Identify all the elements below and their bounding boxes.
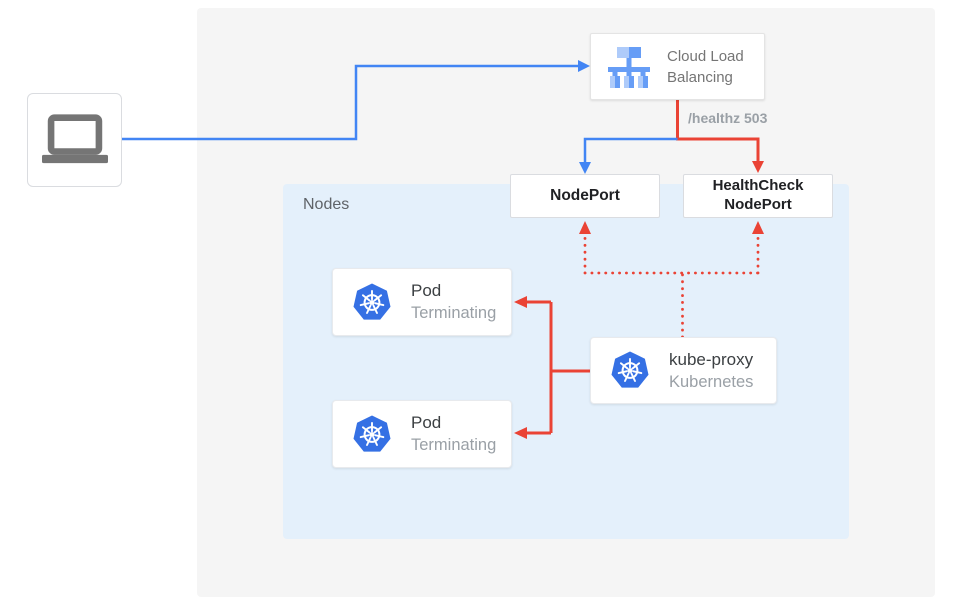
nodes-group-label: Nodes: [303, 196, 350, 213]
cloud-load-balancing-node: Cloud Load Balancing: [590, 33, 765, 100]
kubernetes-icon: [351, 414, 393, 455]
kubernetes-icon: [351, 282, 393, 323]
pod-2-node: Pod Terminating: [332, 400, 512, 468]
pod-1-node: Pod Terminating: [332, 268, 512, 336]
nodeport-node: NodePort: [510, 174, 660, 218]
kube-proxy-subtitle: Kubernetes: [669, 372, 754, 391]
kubernetes-icon: [609, 350, 651, 391]
healthz-503-edge-label: /healthz 503: [688, 110, 768, 126]
pod-2-title: Pod: [411, 413, 442, 432]
nodeport-label: NodePort: [550, 187, 620, 204]
cloud-load-balancing-icon: [606, 46, 652, 88]
laptop-icon: [41, 113, 108, 167]
pod-1-status: Terminating: [411, 304, 497, 322]
pod-2-status: Terminating: [411, 436, 497, 454]
kube-proxy-node: kube-proxy Kubernetes: [590, 337, 777, 404]
pod-1-title: Pod: [411, 281, 442, 300]
healthcheck-nodeport-label: HealthCheck NodePort: [712, 177, 804, 213]
cloud-load-balancing-label: Cloud Load Balancing: [667, 47, 744, 86]
kube-proxy-title: kube-proxy: [669, 349, 754, 369]
client-node: [27, 93, 122, 187]
healthcheck-nodeport-node: HealthCheck NodePort: [683, 174, 833, 218]
